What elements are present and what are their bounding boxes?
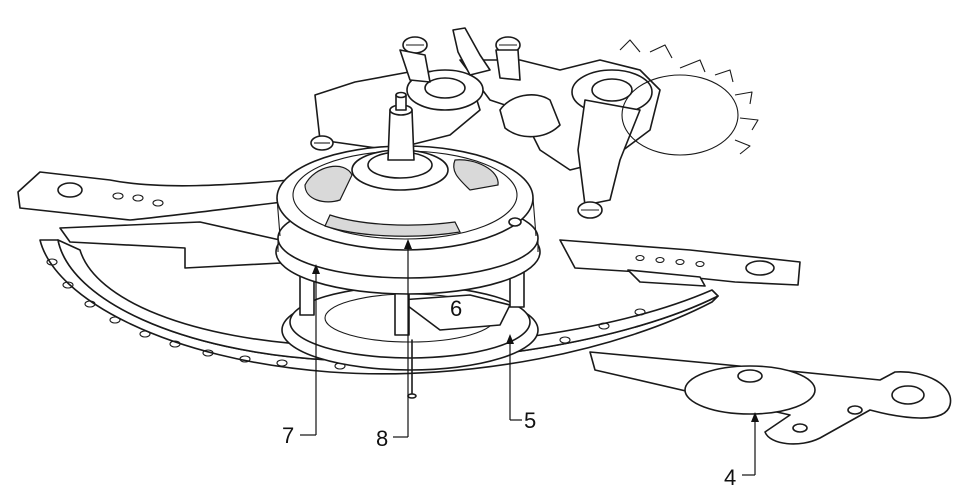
callout-label-6: 6 (450, 296, 462, 321)
callout-6: 6 (450, 296, 462, 321)
callout-4: 4 (724, 412, 759, 490)
lever-arm (590, 352, 951, 444)
callout-label-8: 8 (376, 426, 388, 451)
lower-wheel (282, 286, 538, 398)
callout-label-7: 7 (282, 423, 294, 448)
callout-label-4: 4 (724, 465, 736, 490)
callout-label-5: 5 (524, 408, 536, 433)
right-bridge-arm (560, 240, 800, 286)
